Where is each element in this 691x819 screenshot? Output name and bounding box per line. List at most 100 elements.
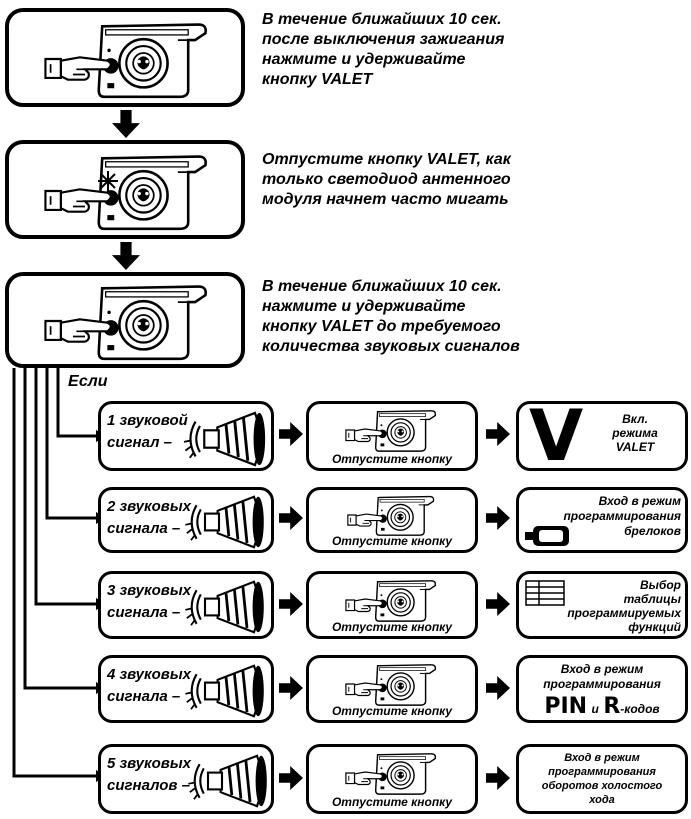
step-2-line-1: Отпустите кнопку VALET, как [262,151,511,168]
result-text-1: Вкл. режима VALET [605,412,665,454]
codes-label: -кодов [620,702,660,716]
horn-icon [185,753,273,809]
right-arrow-icon [279,505,303,531]
pin-label: PIN [544,694,588,719]
valet-v-icon: V [529,395,584,477]
result-text-5: Вход в режим программирования оборотов х… [519,751,685,807]
release-label-4: Отпустите кнопку [331,704,453,718]
result-5-line-1: Вход в режим [564,752,640,764]
signal-word-3: сигнала – [107,604,181,621]
signal-word-1: сигнал – [107,434,172,451]
signal-label-1: 1 звуковой сигнал – [107,410,188,454]
release-box-3: Отпустите кнопку [306,571,478,639]
signal-count-3: 3 звуковых [107,582,191,599]
table-icon [525,580,565,606]
right-arrow-icon [486,421,510,447]
release-label-5: Отпустите кнопку [331,795,453,809]
signal-word-4: сигнала – [107,688,181,705]
result-3-line-2: таблицы [623,592,681,606]
signal-label-4: 4 звуковых сигнала – [107,664,191,708]
step-3-line-2: нажмите и удерживайте [262,298,466,315]
signal-box-5: 5 звуковых сигналов – [98,744,274,814]
result-5-line-4: хода [589,794,615,806]
signal-count-4: 4 звуковых [107,666,191,683]
r-label: R [603,694,621,719]
step-2-line-3: модуля начнет часто мигать [262,191,509,208]
right-arrow-icon [486,505,510,531]
result-box-3: Выбор таблицы программируемых функций [516,571,688,639]
signal-word-5: сигналов – [107,777,190,794]
led-blink-icon [98,171,118,191]
result-box-1: V Вкл. режима VALET [516,395,688,477]
result-4-line-1: Вход в режим [560,662,644,676]
step-3-text: В течение ближайших 10 сек. нажмите и уд… [262,277,520,357]
step-2-box [5,140,245,239]
press-valet-button-icon [337,576,447,624]
signal-box-1: 1 звуковой сигнал – [98,401,274,471]
horn-icon [181,579,271,635]
right-arrow-icon [486,591,510,617]
signal-box-3: 3 звуковых сигнала – [98,571,274,639]
horn-icon [181,494,271,550]
result-3-line-3: программируемых [567,606,681,620]
step-1-line-2: после выключения зажигания [262,31,505,48]
release-valet-button-icon [23,148,233,234]
result-2-line-2: программирования [563,509,681,523]
signal-label-2: 2 звуковых сигнала – [107,496,191,540]
right-arrow-icon [486,675,510,701]
result-4-line-2: программирования [543,677,661,691]
result-2-line-1: Вход в режим [598,494,681,508]
release-box-1: Отпустите кнопку [306,401,478,471]
result-2-line-3: брелоков [624,524,681,538]
result-box-2: Вход в режим программирования брелоков [516,487,688,553]
step-2-text: Отпустите кнопку VALET, как только свето… [262,150,511,210]
right-arrow-icon [279,591,303,617]
horn-icon [181,663,271,719]
right-arrow-icon [486,765,510,791]
release-label-1: Отпустите кнопку [331,452,453,466]
result-5-line-3: оборотов холостого [541,780,663,792]
press-valet-button-icon [337,749,447,797]
signal-box-4: 4 звуковых сигнала – [98,655,274,723]
horn-icon [181,410,271,468]
release-label-3: Отпустите кнопку [331,620,453,634]
down-arrow-icon [111,242,141,270]
right-arrow-icon [279,421,303,447]
right-arrow-icon [279,675,303,701]
step-3-box [5,272,245,368]
result-text-2: Вход в режим программирования брелоков [563,494,681,539]
step-3-line-4: количества звуковых сигналов [262,338,520,355]
press-valet-button-icon [337,492,447,538]
step-1-line-1: В течение ближайших 10 сек. [262,11,502,28]
result-3-line-1: Выбор [639,578,681,592]
result-box-4: Вход в режим программирования PIN и R-ко… [516,655,688,723]
right-arrow-icon [279,765,303,791]
press-valet-button-icon [337,406,447,454]
release-box-5: Отпустите кнопку [306,744,478,814]
signal-count-2: 2 звуковых [107,498,191,515]
branch-connectors [12,368,106,782]
step-1-line-3: нажмите и удерживайте [262,51,466,68]
release-label-2: Отпустите кнопку [331,534,453,548]
down-arrow-icon [111,110,141,138]
result-box-5: Вход в режим программирования оборотов х… [516,744,688,814]
if-label: Если [68,373,108,390]
step-2-line-2: только светодиод антенного [262,171,511,188]
press-valet-button-icon [23,278,233,364]
step-1-text: В течение ближайших 10 сек. после выключ… [262,10,504,90]
signal-count-1: 1 звуковой [107,412,188,429]
press-valet-button-icon [23,16,233,102]
keyfob-icon [525,526,569,546]
result-text-3: Выбор таблицы программируемых функций [567,578,681,634]
result-5-line-2: программирования [548,766,656,778]
result-text-4: Вход в режим программирования [519,662,685,692]
result-1-line-3: VALET [615,440,655,454]
step-3-line-3: кнопку VALET до требуемого [262,318,501,335]
and-label: и [591,702,599,716]
result-1-line-2: режима [612,426,658,440]
signal-count-5: 5 звуковых [107,755,191,772]
step-3-line-1: В течение ближайших 10 сек. [262,278,502,295]
step-1-box [5,8,245,107]
press-valet-button-icon [337,660,447,708]
signal-word-2: сигнала – [107,520,181,537]
